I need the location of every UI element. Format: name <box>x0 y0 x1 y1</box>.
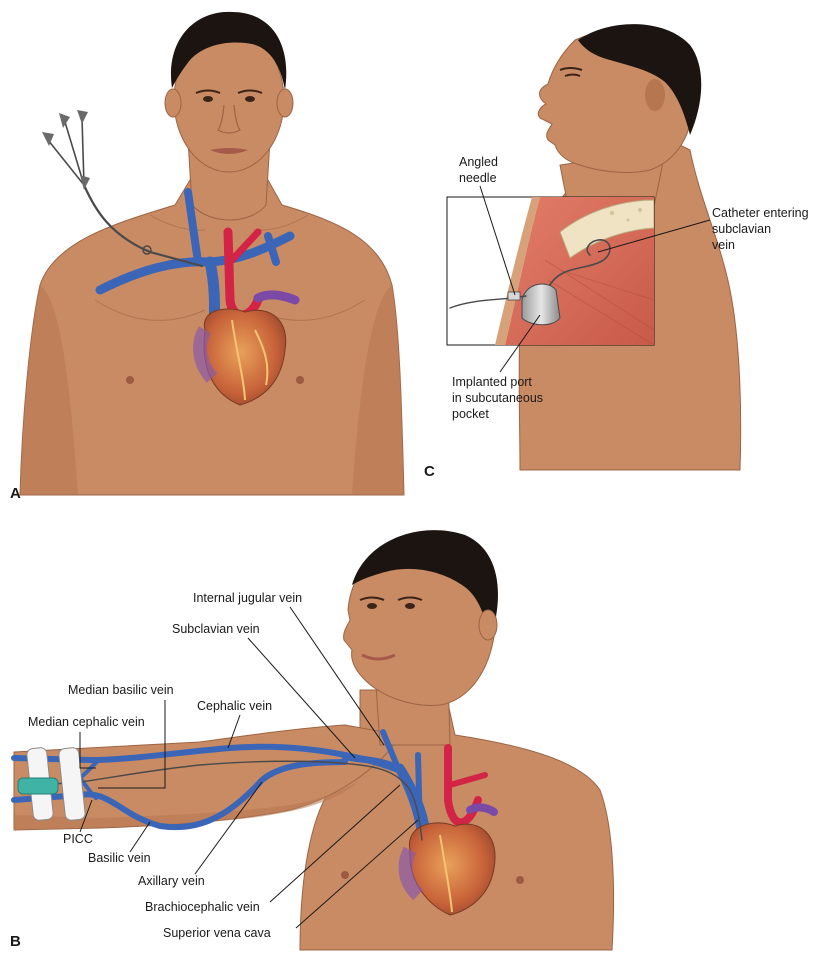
label-port-2: in subcutaneous <box>452 391 543 405</box>
label-port-3: pocket <box>452 407 489 421</box>
label-picc: PICC <box>63 832 93 846</box>
panel-a-figure <box>20 12 404 495</box>
panel-c-letter: C <box>424 463 435 480</box>
implanted-port <box>522 284 560 325</box>
label-catheter-3: vein <box>712 238 735 252</box>
label-basilic: Basilic vein <box>88 851 151 865</box>
panel-c-inset <box>447 197 654 345</box>
picc-hub <box>18 778 58 794</box>
label-cephalic: Cephalic vein <box>197 699 272 713</box>
label-port-1: Implanted port <box>452 375 532 389</box>
label-subclavian: Subclavian vein <box>172 622 260 636</box>
label-catheter-1: Catheter entering <box>712 206 809 220</box>
label-median-cephalic: Median cephalic vein <box>28 715 145 729</box>
label-catheter-2: subclavian <box>712 222 771 236</box>
label-median-basilic: Median basilic vein <box>68 683 174 697</box>
panel-a-letter: A <box>10 485 21 502</box>
label-internal-jugular: Internal jugular vein <box>193 591 302 605</box>
label-axillary: Axillary vein <box>138 874 205 888</box>
label-angled-needle-1: Angled <box>459 155 498 169</box>
label-superior-vena-cava: Superior vena cava <box>163 926 271 940</box>
panel-b-letter: B <box>10 933 21 950</box>
label-angled-needle-2: needle <box>459 171 497 185</box>
label-brachiocephalic: Brachiocephalic vein <box>145 900 260 914</box>
panel-b-figure <box>14 530 614 950</box>
